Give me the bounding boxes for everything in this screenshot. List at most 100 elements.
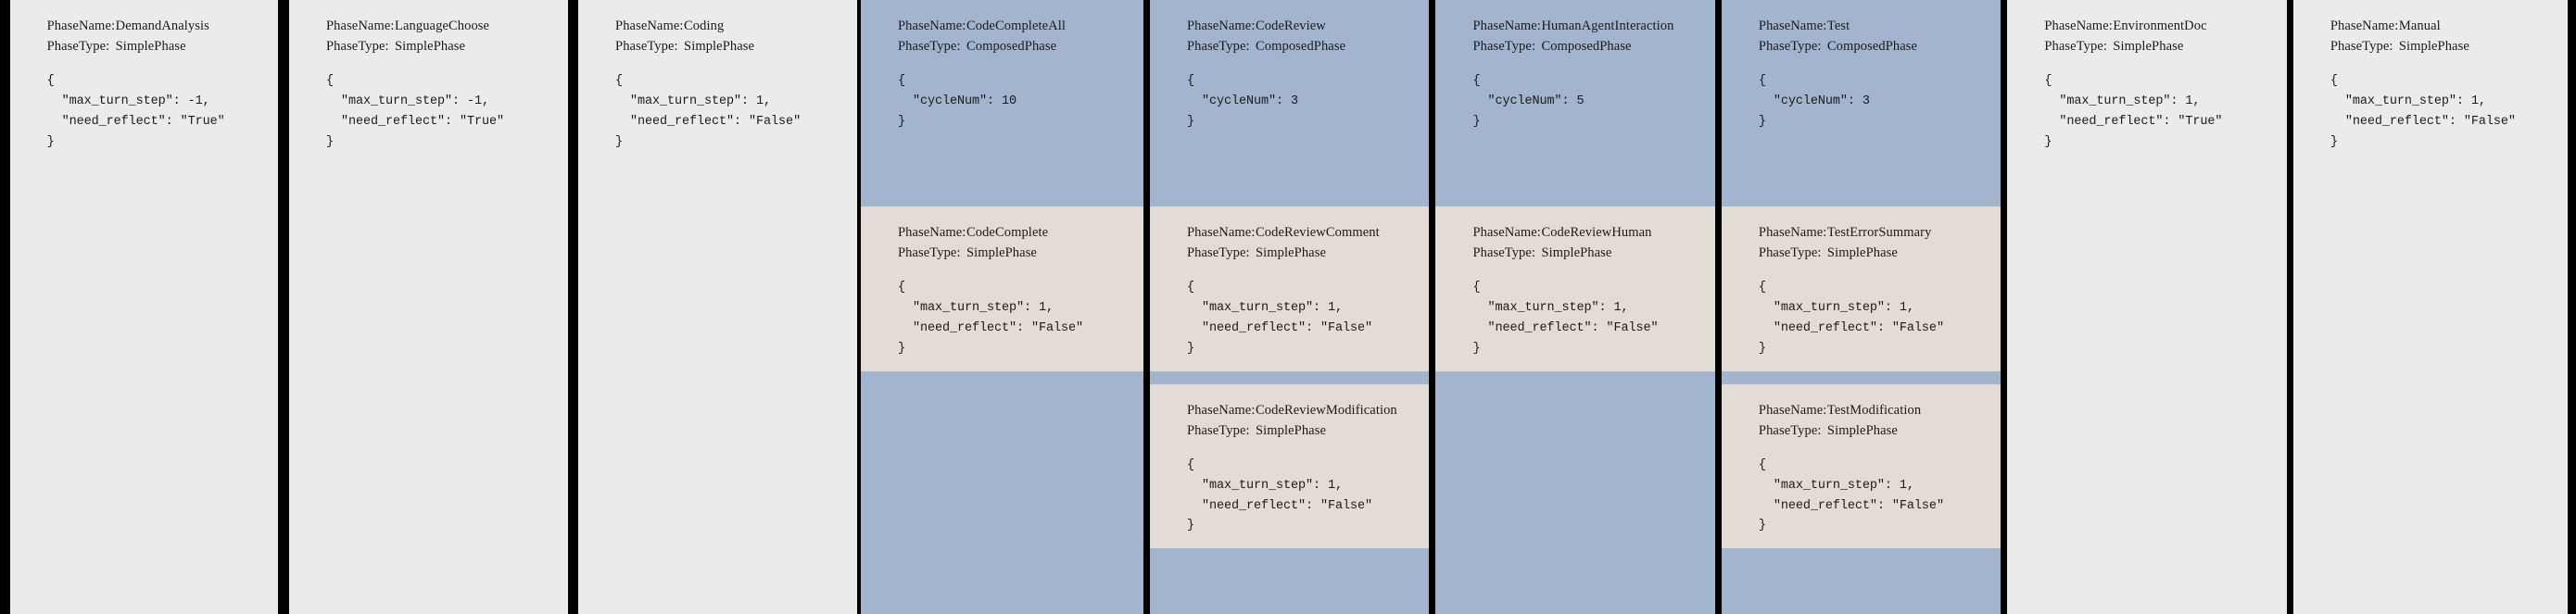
sub-phase-spacer bbox=[1721, 370, 2001, 384]
json-line: "need_reflect": "True" bbox=[2044, 114, 2223, 129]
phase-name-row: PhaseName:HumanAgentInteraction bbox=[1472, 16, 1690, 36]
phase-name-row: PhaseName:CodeComplete bbox=[898, 222, 1119, 243]
phase-type-label: PhaseType: bbox=[2044, 39, 2108, 55]
phase-type-label: PhaseType: bbox=[1186, 39, 1250, 55]
phase-name-label: PhaseName: bbox=[897, 19, 966, 33]
phase-config-json: { "cycleNum": 3} bbox=[1187, 71, 1405, 132]
phase-name-row: PhaseName:CodeReviewComment bbox=[1187, 222, 1405, 243]
phase-config-json: { "max_turn_step": 1, "need_reflect": "F… bbox=[1759, 278, 1976, 358]
json-line: "max_turn_step": 1, bbox=[1758, 478, 1914, 493]
phase-type-label: PhaseType: bbox=[1472, 245, 1536, 261]
phase-type-value: ComposedPhase bbox=[1826, 39, 1918, 55]
phase-name-row: PhaseName:Manual bbox=[2330, 16, 2544, 36]
json-line: "max_turn_step": 1, bbox=[1758, 301, 1914, 316]
phase-config-json: { "max_turn_step": 1, "need_reflect": "F… bbox=[1187, 456, 1405, 536]
json-line: "need_reflect": "False" bbox=[1186, 498, 1373, 513]
phase-type-value: SimplePhase bbox=[1826, 422, 1898, 438]
json-line: { bbox=[326, 74, 335, 89]
json-line: "max_turn_step": -1, bbox=[326, 94, 490, 108]
phase-config-json: { "max_turn_step": -1, "need_reflect": "… bbox=[326, 71, 544, 152]
phase-type-row: PhaseType:SimplePhase bbox=[1187, 420, 1405, 441]
sub-phase-spacer bbox=[1149, 370, 1430, 384]
json-line: } bbox=[1758, 341, 1766, 356]
phase-type-row: PhaseType:SimplePhase bbox=[1759, 243, 1976, 263]
json-line: } bbox=[1186, 519, 1194, 533]
phase-type-row: PhaseType:SimplePhase bbox=[326, 36, 544, 56]
phase-type-value: ComposedPhase bbox=[966, 39, 1057, 55]
phase-name-row: PhaseName:EnvironmentDoc bbox=[2044, 16, 2262, 36]
phase-name-row: PhaseName:DemandAnalysis bbox=[47, 16, 254, 36]
phase-type-row: PhaseType:SimplePhase bbox=[47, 36, 254, 56]
phase-config-json: { "max_turn_step": 1, "need_reflect": "T… bbox=[2044, 71, 2262, 152]
sub-phase-spacer bbox=[860, 194, 1143, 207]
json-line: "need_reflect": "False" bbox=[1186, 321, 1373, 336]
phase-type-label: PhaseType: bbox=[615, 39, 678, 55]
phase-name-label: PhaseName: bbox=[1472, 225, 1541, 241]
json-line: } bbox=[1186, 341, 1194, 356]
phase-type-row: PhaseType:ComposedPhase bbox=[1472, 36, 1690, 56]
json-line: } bbox=[326, 134, 335, 149]
composed-phase-filler bbox=[1722, 548, 2001, 614]
json-line: { bbox=[897, 281, 905, 295]
json-line: "max_turn_step": 1, bbox=[1186, 478, 1343, 493]
phase-name-row: PhaseName:TestModification bbox=[1759, 400, 1976, 420]
phase-config-json: { "max_turn_step": 1, "need_reflect": "F… bbox=[1472, 278, 1690, 358]
panel-divider bbox=[2286, 0, 2293, 614]
json-line: "max_turn_step": 1, bbox=[615, 94, 772, 108]
phase-name-label: PhaseName: bbox=[1186, 19, 1256, 33]
phase-type-label: PhaseType: bbox=[1758, 422, 1822, 438]
phase-type-label: PhaseType: bbox=[1186, 422, 1250, 438]
phase-name-label: PhaseName: bbox=[1758, 402, 1827, 418]
phase-name-label: PhaseName: bbox=[46, 19, 116, 33]
json-line: } bbox=[897, 341, 905, 356]
phase-name-value: Coding bbox=[684, 19, 725, 33]
phase-type-value: SimplePhase bbox=[966, 245, 1037, 261]
phase-type-row: PhaseType: ComposedPhase bbox=[898, 36, 1119, 56]
json-line: { bbox=[2330, 74, 2338, 89]
phase-name-value: CodeReviewModification bbox=[1255, 402, 1397, 418]
phase-type-label: PhaseType: bbox=[897, 39, 961, 55]
phase-name-label: PhaseName: bbox=[1472, 19, 1541, 33]
phase-name-label: PhaseName: bbox=[2044, 19, 2113, 33]
composed-phase-filler bbox=[1150, 548, 1429, 614]
phase-type-row: PhaseType:SimplePhase bbox=[1187, 243, 1405, 263]
phase-name-row: PhaseName:Coding bbox=[615, 16, 833, 36]
sub-phase-spacer bbox=[1435, 194, 1715, 207]
json-line: } bbox=[2044, 134, 2052, 149]
sub-phase-spacer bbox=[1149, 194, 1430, 207]
phase-type-value: SimplePhase bbox=[1826, 245, 1898, 261]
json-line: "max_turn_step": 1, bbox=[1186, 301, 1343, 316]
json-line: "cycleNum": 5 bbox=[1472, 94, 1585, 108]
phase-type-row: PhaseType:SimplePhase bbox=[898, 243, 1119, 263]
phase-type-value: SimplePhase bbox=[395, 39, 466, 55]
phase-name-label: PhaseName: bbox=[1186, 225, 1256, 241]
json-line: { bbox=[1758, 74, 1766, 89]
json-line: "need_reflect": "False" bbox=[1472, 321, 1659, 336]
json-line: "need_reflect": "False" bbox=[615, 114, 802, 129]
phase-type-value: SimplePhase bbox=[2398, 39, 2469, 55]
phase-name-value: Manual bbox=[2398, 19, 2441, 33]
phase-name-label: PhaseName: bbox=[1186, 402, 1256, 418]
